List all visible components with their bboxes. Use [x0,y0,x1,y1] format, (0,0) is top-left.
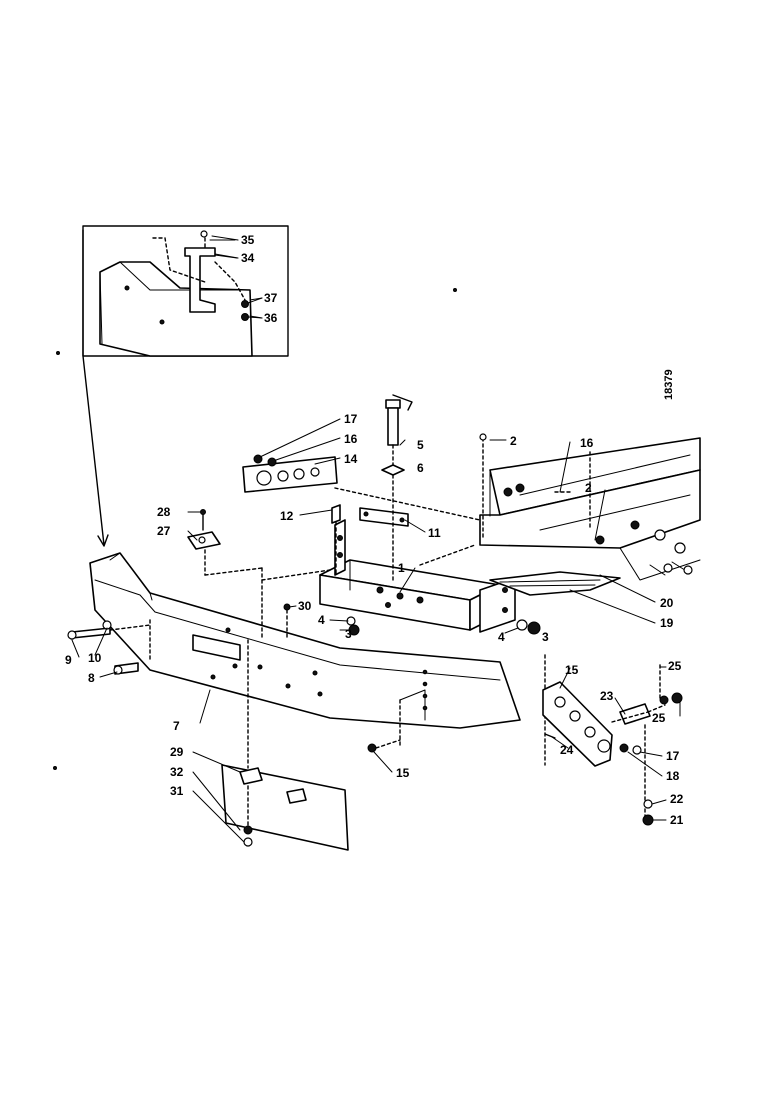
callout-17: 17 [344,412,358,426]
nut-3-right [527,621,541,635]
callout-9: 9 [65,653,72,667]
callout-24: 24 [560,743,574,757]
bolt-24 [544,733,556,739]
bolt-5 [385,394,413,581]
plate-bracket-29 [221,639,349,851]
callout-29: 29 [170,745,184,759]
bolt-15 [367,699,401,753]
callout-32: 32 [170,765,184,779]
callout-5: 5 [417,438,424,452]
callout-31: 31 [170,784,184,798]
callout-4: 4 [498,630,505,644]
support-bracket-assembly [319,519,516,633]
callout-22: 22 [670,792,684,806]
drawing-number: 18379 [663,369,675,400]
spring-plate-19 [489,571,621,596]
callout-25: 25 [652,711,666,725]
callout-15: 15 [565,663,579,677]
bolt-9 [67,624,151,640]
main-bumper [89,552,521,729]
callout-8: 8 [88,671,95,685]
callout-1: 1 [398,561,405,575]
callout-12: 12 [280,509,294,523]
callout-14: 14 [344,452,358,466]
lamp-housing-15 [542,681,613,767]
callout-30: 30 [298,599,312,613]
callout-15: 15 [396,766,410,780]
callout-36: 36 [264,311,278,325]
callout-3: 3 [542,630,549,644]
nut-21 [642,814,654,826]
callout-37: 37 [264,291,278,305]
washer-4-right [516,619,528,631]
washer-22 [643,799,653,809]
bracket-11 [359,507,409,527]
washer-17 [632,745,642,755]
callout-6: 6 [417,461,424,475]
lamp-bracket-14 [242,454,481,521]
callout-10: 10 [88,651,102,665]
callout-21: 21 [670,813,684,827]
callout-35: 35 [241,233,255,247]
callout-labels: 1 2 2 3 3 4 4 5 6 7 8 9 10 11 12 14 15 1… [65,233,684,827]
nut-8 [113,662,139,675]
callout-28: 28 [157,505,171,519]
callout-23: 23 [600,689,614,703]
callout-20: 20 [660,596,674,610]
inset-arrow [82,229,105,546]
washer-6 [381,464,405,476]
mount-27 [187,509,263,576]
callout-2: 2 [510,434,517,448]
callout-3: 3 [345,627,352,641]
inset-bracket [184,247,216,313]
callout-16: 16 [344,432,358,446]
callout-11: 11 [428,526,441,540]
callout-18: 18 [666,769,680,783]
bracket-23 [619,703,651,725]
callout-7: 7 [173,719,180,733]
callout-34: 34 [241,251,255,265]
callout-2: 2 [585,481,592,495]
callout-25: 25 [668,659,682,673]
bolt-12 [331,504,341,576]
nut-18 [619,743,629,753]
callout-4: 4 [318,613,325,627]
inset-detail [82,225,289,357]
leader-lines [71,235,681,843]
callout-16: 16 [580,436,594,450]
callout-19: 19 [660,616,674,630]
callout-27: 27 [157,524,171,538]
callout-17: 17 [666,749,680,763]
